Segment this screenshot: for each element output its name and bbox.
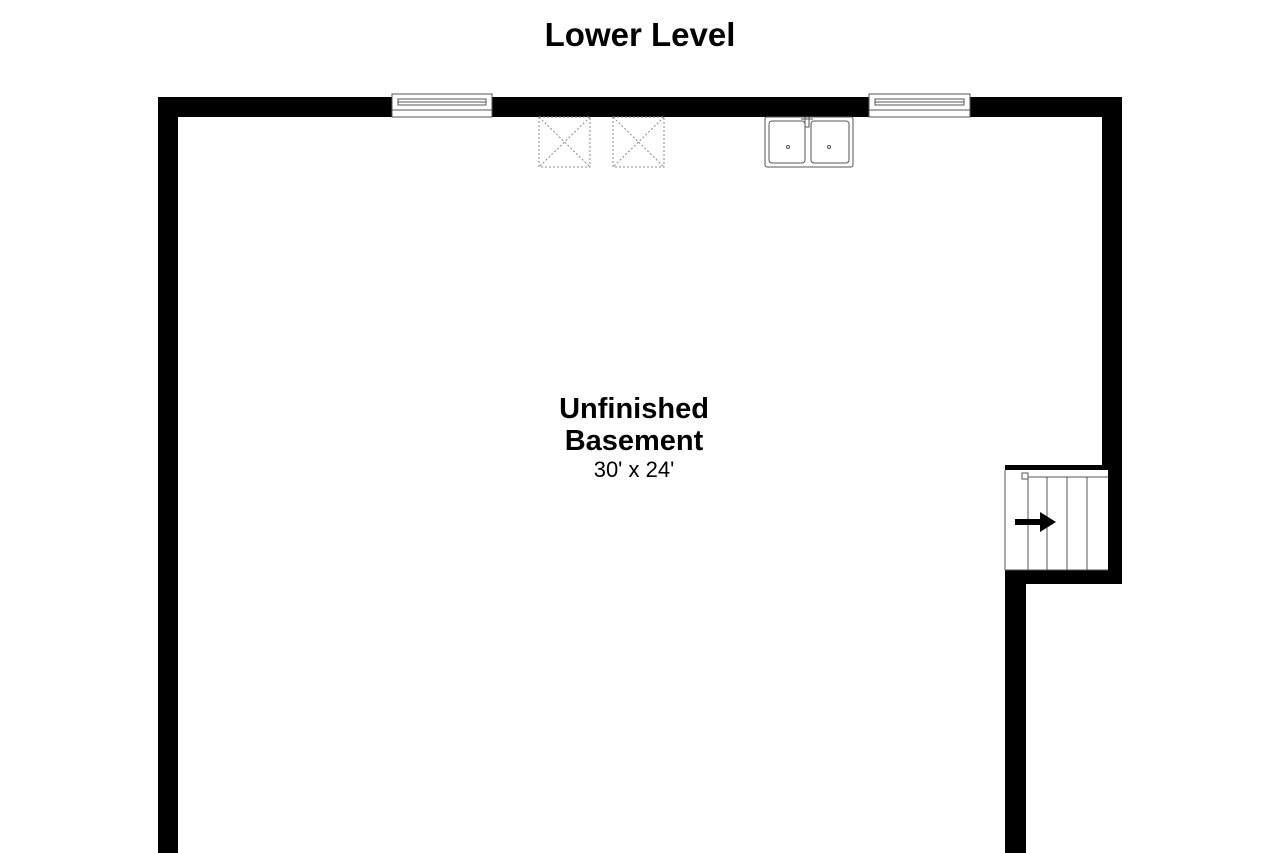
wall-right-lower bbox=[1005, 570, 1026, 853]
wall-stair-top bbox=[1005, 465, 1122, 470]
room-dimensions: 30' x 24' bbox=[594, 457, 675, 482]
walls bbox=[158, 97, 1122, 853]
wall-top-left bbox=[158, 97, 392, 117]
wall-right-stair bbox=[1108, 467, 1122, 584]
arrow-right-icon bbox=[1015, 512, 1056, 532]
wall-top-right bbox=[970, 97, 1122, 117]
room-name-line1: Unfinished bbox=[559, 393, 709, 425]
level-title: Lower Level bbox=[545, 16, 736, 53]
utility-box-2 bbox=[612, 116, 665, 168]
utility-box-1 bbox=[538, 116, 591, 168]
double-sink bbox=[764, 116, 854, 168]
wall-stair-bottom bbox=[1005, 570, 1122, 584]
window-left bbox=[391, 93, 493, 118]
staircase bbox=[1004, 470, 1108, 571]
wall-top-middle bbox=[492, 97, 869, 117]
wall-right-upper bbox=[1102, 97, 1122, 467]
room-name-line2: Basement bbox=[565, 425, 704, 457]
wall-left bbox=[158, 97, 178, 853]
window-right bbox=[868, 93, 971, 118]
